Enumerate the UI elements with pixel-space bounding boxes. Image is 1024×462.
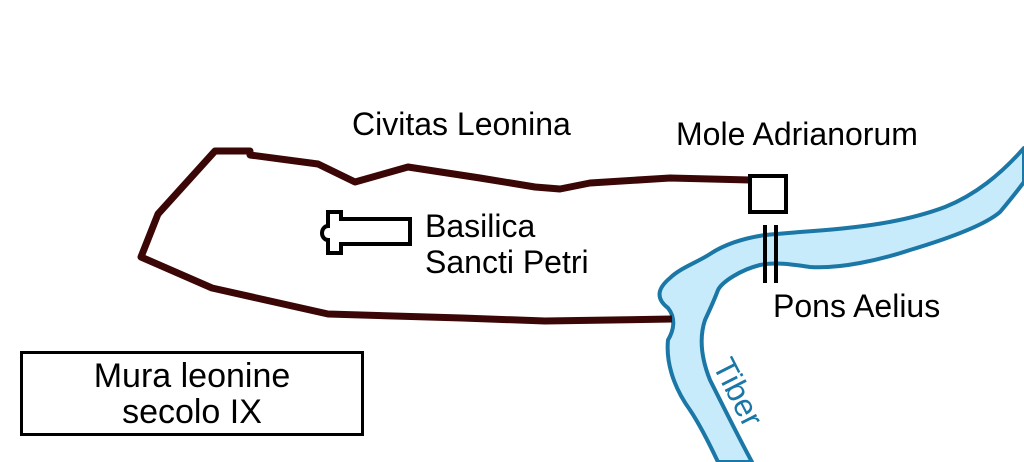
label-mole-adrianorum: Mole Adrianorum [676,116,918,152]
map-legend: Mura leonine secolo IX [20,351,364,436]
label-basilica-line1: Basilica [425,208,536,244]
mole-adrianorum-icon [748,174,788,214]
label-pons-aelius: Pons Aelius [773,288,941,324]
river-tiber [657,146,1024,462]
legend-line2: secolo IX [122,392,262,431]
label-civitas-leonina: Civitas Leonina [352,106,571,142]
label-basilica-line2: Sancti Petri [425,244,589,280]
leonine-wall [137,147,751,325]
basilica-plan-icon [320,210,412,255]
legend-line1: Mura leonine [93,356,291,395]
